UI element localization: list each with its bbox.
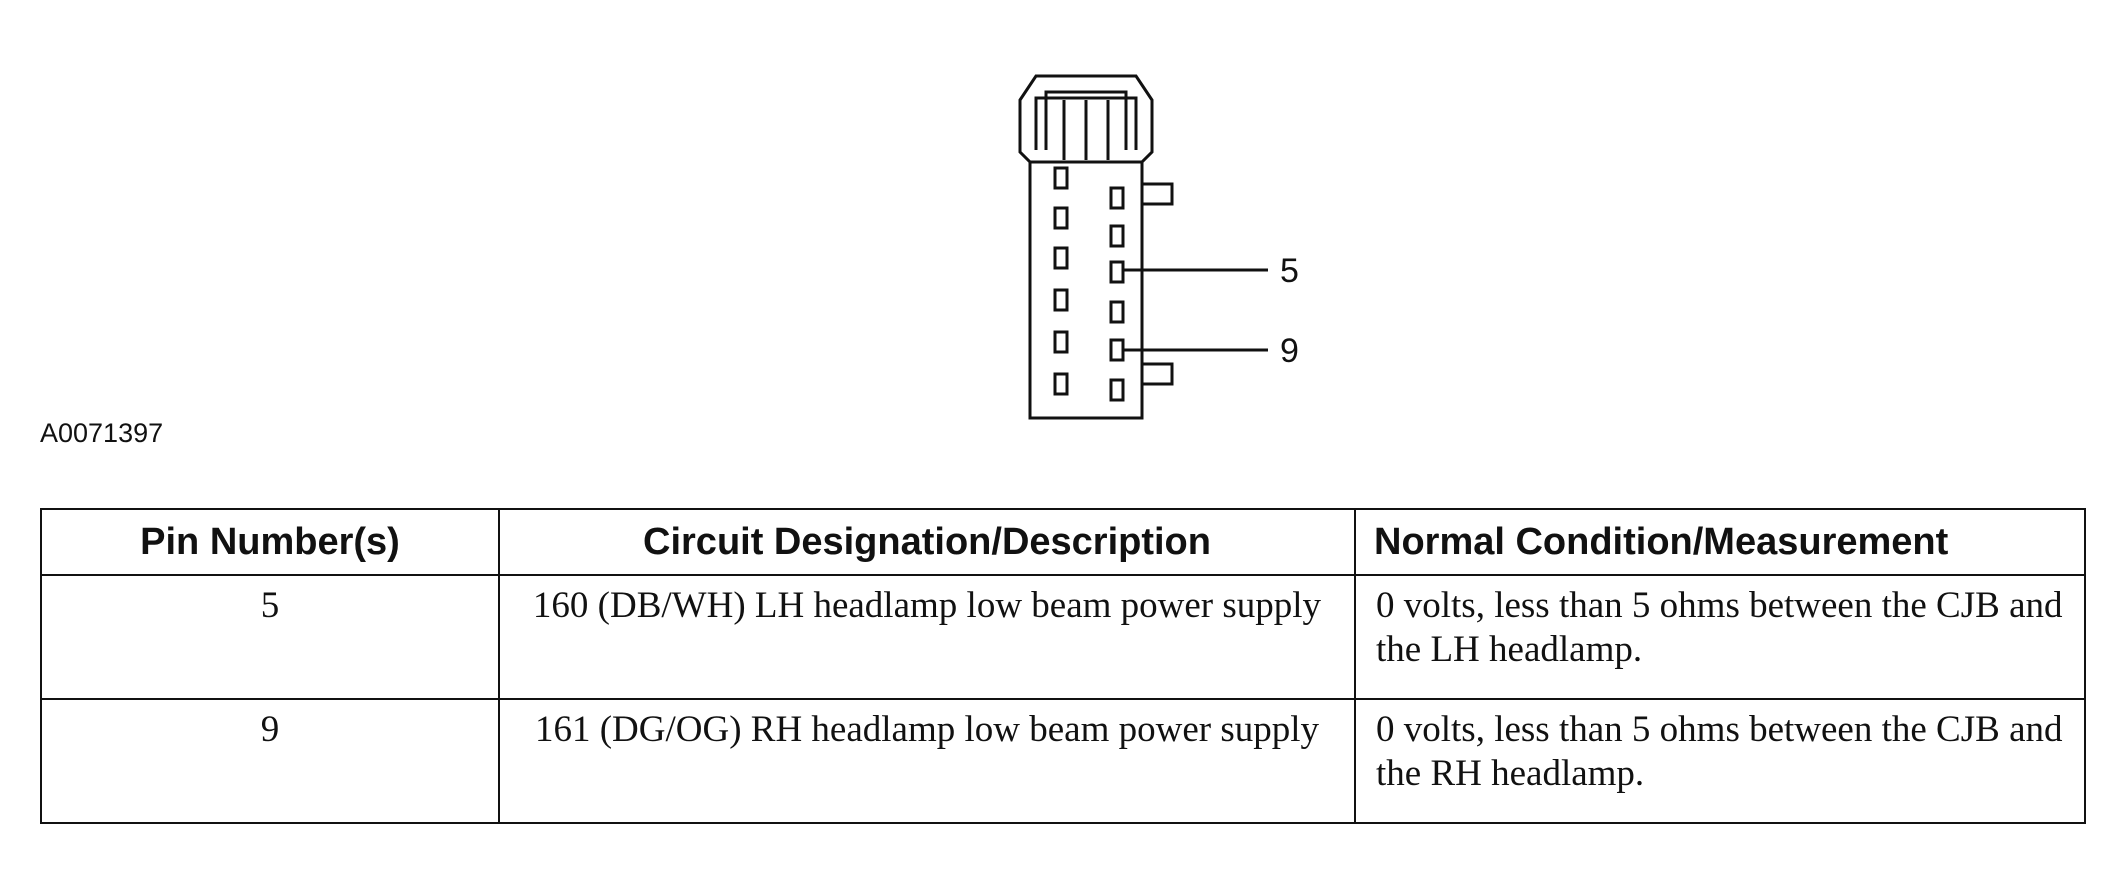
cavity [1053, 166, 1069, 190]
table-row: 9 161 (DG/OG) RH headlamp low beam power… [40, 698, 2086, 824]
cavity [1053, 246, 1069, 270]
cavity [1109, 186, 1125, 210]
cavity [1109, 338, 1125, 362]
cell-circuit: 161 (DG/OG) RH headlamp low beam power s… [498, 698, 1356, 824]
cavity [1109, 378, 1125, 402]
connector-latch-inner [1044, 90, 1128, 150]
connector-figure: 5 9 A0071397 [40, 74, 1299, 448]
cavity [1109, 300, 1125, 324]
callout-pin-9: 9 [1280, 332, 1299, 370]
connector-latch [1034, 96, 1138, 150]
cavity [1109, 260, 1125, 284]
header-condition: Normal Condition/Measurement [1354, 508, 2086, 576]
cell-pin: 9 [40, 698, 500, 824]
table-header-row: Pin Number(s) Circuit Designation/Descri… [40, 508, 2086, 576]
cell-pin: 5 [40, 574, 500, 700]
table-row: 5 160 (DB/WH) LH headlamp low beam power… [40, 574, 2086, 700]
header-circuit: Circuit Designation/Description [498, 508, 1356, 576]
connector-diagram: 5 9 [1018, 74, 1299, 420]
connector-tab-upper [1142, 182, 1174, 206]
connector-body [1018, 74, 1154, 420]
cavity [1053, 330, 1069, 354]
cavity [1053, 206, 1069, 230]
cell-circuit: 160 (DB/WH) LH headlamp low beam power s… [498, 574, 1356, 700]
cell-condition: 0 volts, less than 5 ohms between the CJ… [1354, 574, 2086, 700]
cavity [1053, 288, 1069, 312]
figure-code: A0071397 [40, 418, 164, 448]
callout-pin-5: 5 [1280, 252, 1299, 290]
cell-condition: 0 volts, less than 5 ohms between the CJ… [1354, 698, 2086, 824]
cavity [1109, 224, 1125, 248]
cavity [1053, 372, 1069, 396]
pin-table: Pin Number(s) Circuit Designation/Descri… [40, 508, 2086, 824]
header-pin-number: Pin Number(s) [40, 508, 500, 576]
connector-tab-lower [1142, 362, 1174, 386]
